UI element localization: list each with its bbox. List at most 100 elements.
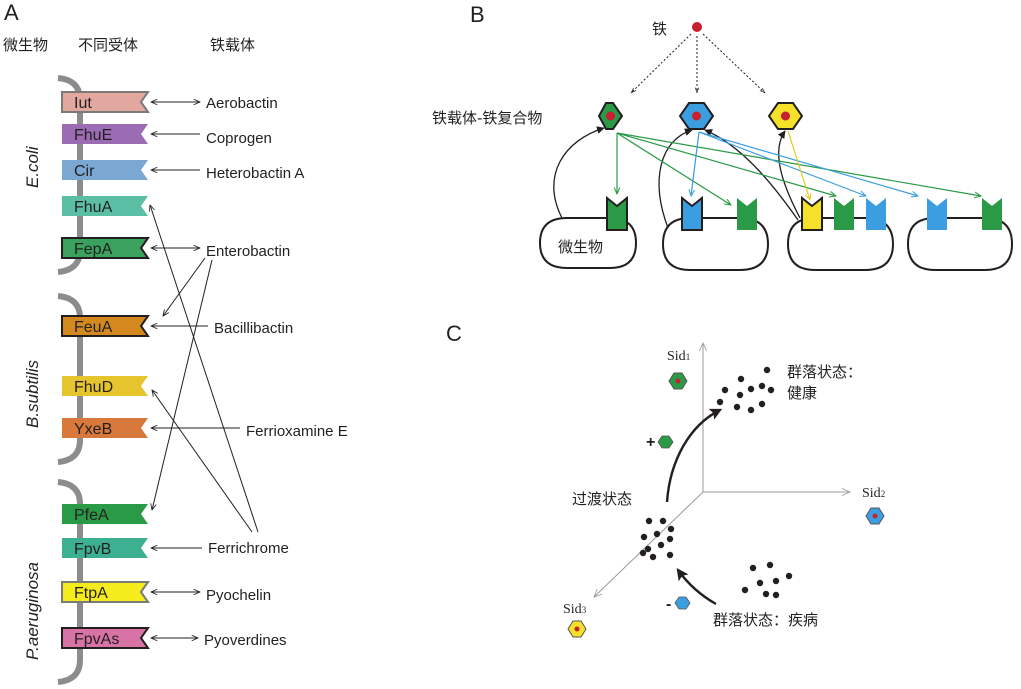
siderophore-coprogen: Coprogen	[206, 130, 272, 147]
panel-c-letter: C	[446, 321, 462, 346]
sid2-complex-icon	[865, 507, 885, 525]
dot-transition	[640, 533, 648, 541]
dot-transition	[657, 541, 665, 549]
receptor-label: PfeA	[74, 507, 109, 524]
receptor-fepa: FepA	[61, 237, 150, 259]
receptor-shape	[61, 315, 150, 337]
siderophore-pyoverdines: Pyoverdines	[204, 632, 287, 649]
dot-transition	[649, 553, 657, 561]
receptor-cir: Cir	[62, 160, 148, 180]
uptake-arrow-yellow	[787, 130, 810, 200]
receptor-label: FepA	[74, 241, 113, 258]
receptor-fpvb: FpvB	[62, 538, 148, 558]
receptor-label: Cir	[74, 163, 95, 180]
dot-healthy	[763, 366, 771, 374]
panel-b-letter: B	[470, 2, 485, 27]
arrow-to-transition	[676, 568, 717, 606]
siderophore-aerobactin: Aerobactin	[206, 95, 278, 112]
dot-healthy	[758, 382, 766, 390]
dot-healthy	[736, 391, 744, 399]
healthy-label-line2: 健康	[787, 384, 817, 402]
dot-transition	[644, 545, 652, 553]
panel-b: B 铁 铁载体-铁复合物 微生物	[432, 2, 1014, 271]
dot-disease	[766, 561, 774, 569]
transition-label: 过渡状态	[572, 490, 632, 508]
dot-transition	[645, 517, 653, 525]
iron-atom	[692, 22, 702, 32]
receptor-shape	[62, 504, 148, 524]
header-siderophores: 铁载体	[210, 36, 255, 54]
receptor-shape	[61, 627, 150, 649]
receptor-shape	[61, 237, 150, 259]
receptor-green	[834, 198, 854, 230]
iron-arrow-green	[630, 33, 692, 94]
microbe-label: 微生物	[558, 238, 603, 256]
receptor-ftpa: FtpA	[61, 581, 150, 603]
uptake-arrows	[617, 130, 981, 205]
link-ferrichrome-to-fhud	[152, 390, 253, 533]
organism-label-bsubtilis: B.subtilis	[23, 359, 42, 428]
secretion-arrow-cell2-blue	[658, 128, 693, 229]
siderophore-enterobactin: Enterobactin	[206, 243, 290, 260]
secretion-arrow-cell3-yellow	[777, 130, 801, 219]
receptor-label: FeuA	[74, 319, 113, 336]
sid1-complex-icon	[668, 372, 688, 390]
dot-healthy	[721, 386, 729, 394]
disease-label: 群落状态：疾病	[713, 611, 818, 629]
receptor-shape	[61, 91, 150, 113]
header-receptors: 不同受体	[78, 36, 138, 54]
iron-dot	[781, 111, 790, 121]
receptor-iut: Iut	[61, 91, 150, 113]
receptor-shape	[62, 160, 148, 180]
receptor-label: YxeB	[74, 421, 112, 438]
link-enterobactin-to-feua	[163, 257, 206, 316]
receptor-label: FhuA	[74, 199, 113, 216]
link-ferrichrome-to-fhua	[150, 205, 259, 533]
dot-transition	[666, 535, 674, 543]
dot-disease	[785, 572, 793, 580]
receptor-shape	[62, 124, 148, 144]
uptake-arrow-blue	[691, 131, 700, 196]
dot-healthy	[767, 386, 775, 394]
organism-label-ecoli: E.coli	[23, 145, 42, 188]
receptor-shape	[62, 196, 148, 216]
receptor-shape	[62, 376, 148, 396]
receptor-green	[737, 198, 757, 230]
healthy-label-line1: 群落状态：	[787, 363, 862, 381]
uptake-arrow-blue	[698, 131, 866, 196]
iron-label: 铁	[652, 20, 667, 38]
axis-label-sid3: Sid3	[563, 602, 587, 617]
iron-dot	[606, 111, 615, 121]
dot-transition	[659, 517, 667, 525]
dot-healthy	[737, 375, 745, 383]
receptor-label: Iut	[74, 95, 92, 112]
receptor-fpvas: FpvAs	[61, 627, 150, 649]
receptor-green	[606, 195, 628, 231]
arrow-to-healthy	[665, 408, 723, 503]
panel-c: C Sid1 Sid2 Sid3 + - 群落状态： 健康	[446, 321, 885, 638]
iron-arrow-yellow	[702, 33, 766, 94]
dot-healthy	[716, 398, 724, 406]
dot-disease	[772, 591, 780, 599]
dot-healthy	[733, 403, 741, 411]
panel-a-letter: A	[4, 0, 19, 25]
receptor-label: FhuD	[74, 379, 113, 396]
receptor-yellow	[801, 195, 823, 231]
header-microbe: 微生物	[3, 36, 48, 54]
cell-4	[906, 217, 1014, 271]
siderophore-bacillibactin: Bacillibactin	[214, 320, 293, 337]
axis-sid3	[594, 491, 704, 597]
dot-transition	[667, 525, 675, 533]
receptor-list: IutFhuECirFhuAFepAFeuAFhuDYxeBPfeAFpvBFt…	[61, 91, 150, 649]
complex-label: 铁载体-铁复合物	[432, 109, 542, 127]
receptor-yxeb: YxeB	[62, 418, 148, 438]
dot-transition	[666, 551, 674, 559]
dot-disease	[762, 590, 770, 598]
receptor-blue	[681, 195, 703, 231]
dot-healthy	[758, 400, 766, 408]
dot-transition	[653, 530, 661, 538]
link-arrows	[150, 102, 259, 638]
secretion-arrow-cell3-blue	[704, 129, 799, 221]
minus-sign: -	[666, 596, 671, 613]
